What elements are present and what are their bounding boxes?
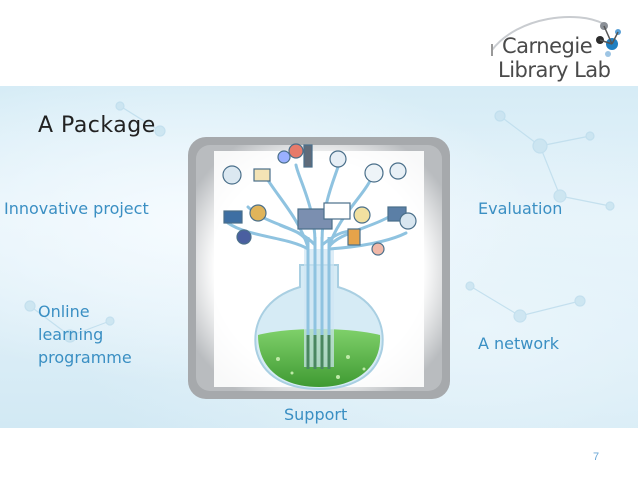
- label-online-learning-programme: Online learning programme: [38, 300, 132, 369]
- label-online-line1: Online: [38, 302, 90, 321]
- flask-tree-icon: [188, 137, 450, 399]
- page-number: 7: [593, 451, 600, 463]
- label-evaluation: Evaluation: [478, 199, 563, 218]
- flask-illustration: [188, 137, 450, 399]
- logo-swoosh-icon: [491, 15, 621, 57]
- logo-text-carnegie: Carnegie: [502, 34, 593, 58]
- label-support: Support: [284, 405, 348, 424]
- logo-text-library-lab: Library Lab: [498, 58, 611, 82]
- slide-title: A Package: [38, 113, 156, 138]
- label-innovative-project: Innovative project: [4, 199, 149, 218]
- label-online-line2: learning: [38, 325, 104, 344]
- carnegie-library-lab-logo: Carnegie Library Lab: [488, 10, 628, 82]
- label-online-line3: programme: [38, 348, 132, 367]
- label-a-network: A network: [478, 334, 560, 353]
- molecule-pattern-icon: [24, 101, 615, 343]
